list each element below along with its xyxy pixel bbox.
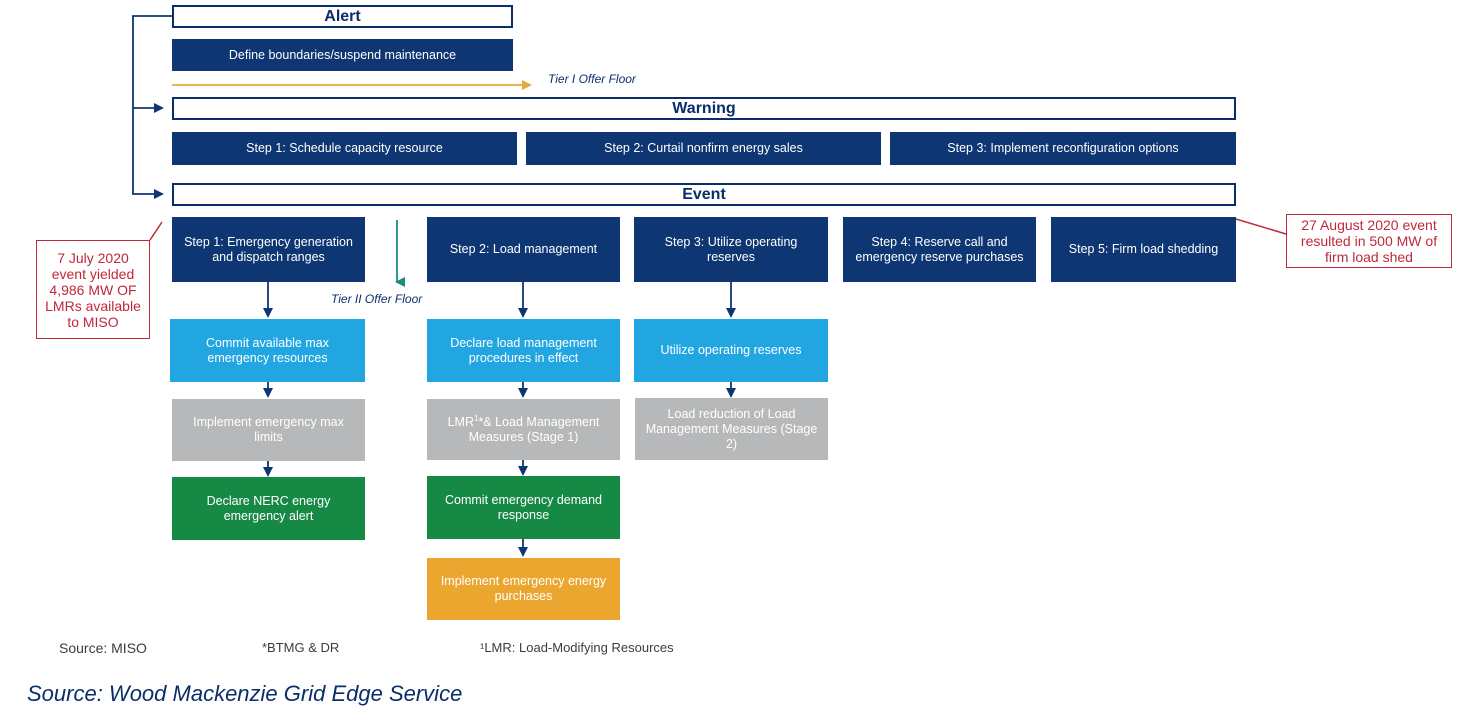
warning-step-2-label: Step 2: Curtail nonfirm energy sales: [604, 141, 803, 155]
col2-item-2-label-a: LMR: [447, 414, 475, 429]
alert-phase-bar: Alert: [172, 5, 513, 28]
alert-step-box: Define boundaries/suspend maintenance: [172, 39, 513, 71]
footnote-lmr: ¹LMR: Load-Modifying Resources: [480, 640, 674, 655]
event-step-4-box: Step 4: Reserve call and emergency reser…: [843, 217, 1036, 282]
callout-right: 27 August 2020 event resulted in 500 MW …: [1286, 214, 1452, 268]
warning-phase-label: Warning: [672, 99, 736, 117]
warning-step-3-box: Step 3: Implement reconfiguration option…: [890, 132, 1236, 165]
callout-right-text: 27 August 2020 event resulted in 500 MW …: [1300, 217, 1438, 265]
source-line: Source: Wood Mackenzie Grid Edge Service: [27, 681, 463, 706]
col2-item-2-box: LMR1*& Load Management Measures (Stage 1…: [427, 399, 620, 460]
warning-step-1-box: Step 1: Schedule capacity resource: [172, 132, 517, 165]
event-step-2-label: Step 2: Load management: [449, 242, 598, 256]
callout-left-pointer: [149, 221, 163, 241]
tier2-offer-floor-label: Tier II Offer Floor: [331, 292, 423, 306]
col2-item-4-label: Implement emergency energy purchases: [440, 574, 607, 603]
col2-item-3-label: Commit emergency demand response: [444, 492, 602, 522]
col2-item-4-box: Implement emergency energy purchases: [427, 558, 620, 620]
event-step-1-box: Step 1: Emergency generation and dispatc…: [172, 217, 365, 282]
col1-item-3-label: Declare NERC energy emergency alert: [206, 493, 331, 523]
warning-phase-bar: Warning: [172, 97, 1236, 120]
callout-right-pointer: [1235, 218, 1287, 235]
warning-step-2-box: Step 2: Curtail nonfirm energy sales: [526, 132, 881, 165]
col2-item-2-label: LMR1*& Load Management Measures (Stage 1…: [435, 413, 612, 445]
event-phase-bar: Event: [172, 183, 1236, 206]
alert-phase-label: Alert: [324, 7, 361, 25]
alert-step-label: Define boundaries/suspend maintenance: [228, 47, 457, 62]
tier1-offer-floor-label: Tier I Offer Floor: [548, 72, 636, 86]
col2-item-2-superscript: 1: [474, 413, 479, 423]
col2-item-2-label-b: *& Load Management Measures (Stage 1): [468, 414, 600, 444]
col3-item-1-box: Utilize operating reserves: [634, 319, 828, 382]
col3-item-2-label: Load reduction of Load Management Measur…: [645, 406, 818, 451]
col3-item-1-label: Utilize operating reserves: [660, 343, 802, 357]
callout-left-text: 7 July 2020 event yielded 4,986 MW OF LM…: [45, 249, 141, 330]
col1-item-3-box: Declare NERC energy emergency alert: [172, 477, 365, 540]
event-step-1-label: Step 1: Emergency generation and dispatc…: [184, 234, 353, 264]
event-step-3-label: Step 3: Utilize operating reserves: [664, 234, 798, 264]
callout-left: 7 July 2020 event yielded 4,986 MW OF LM…: [36, 240, 150, 339]
event-phase-label: Event: [682, 185, 726, 203]
event-step-2-box: Step 2: Load management: [427, 217, 620, 282]
col1-item-1-box: Commit available max emergency resources: [170, 319, 365, 382]
col2-item-1-label: Declare load management procedures in ef…: [450, 335, 597, 365]
col3-item-2-box: Load reduction of Load Management Measur…: [635, 398, 828, 460]
col2-item-1-box: Declare load management procedures in ef…: [427, 319, 620, 382]
warning-step-1-label: Step 1: Schedule capacity resource: [246, 141, 443, 155]
warning-step-3-label: Step 3: Implement reconfiguration option…: [947, 141, 1179, 155]
footnote-btmg: *BTMG & DR: [262, 640, 340, 655]
col2-item-3-box: Commit emergency demand response: [427, 476, 620, 539]
col1-item-2-box: Implement emergency max limits: [172, 399, 365, 461]
col1-item-2-label: Implement emergency max limits: [193, 415, 344, 444]
footnote-source: Source: MISO: [59, 640, 147, 656]
event-step-3-box: Step 3: Utilize operating reserves: [634, 217, 828, 282]
event-step-5-label: Step 5: Firm load shedding: [1068, 242, 1219, 256]
col1-item-1-label: Commit available max emergency resources: [206, 335, 329, 365]
event-step-4-label: Step 4: Reserve call and emergency reser…: [855, 234, 1024, 264]
phase-bracket-line: [132, 15, 172, 199]
event-step-5-box: Step 5: Firm load shedding: [1051, 217, 1236, 282]
